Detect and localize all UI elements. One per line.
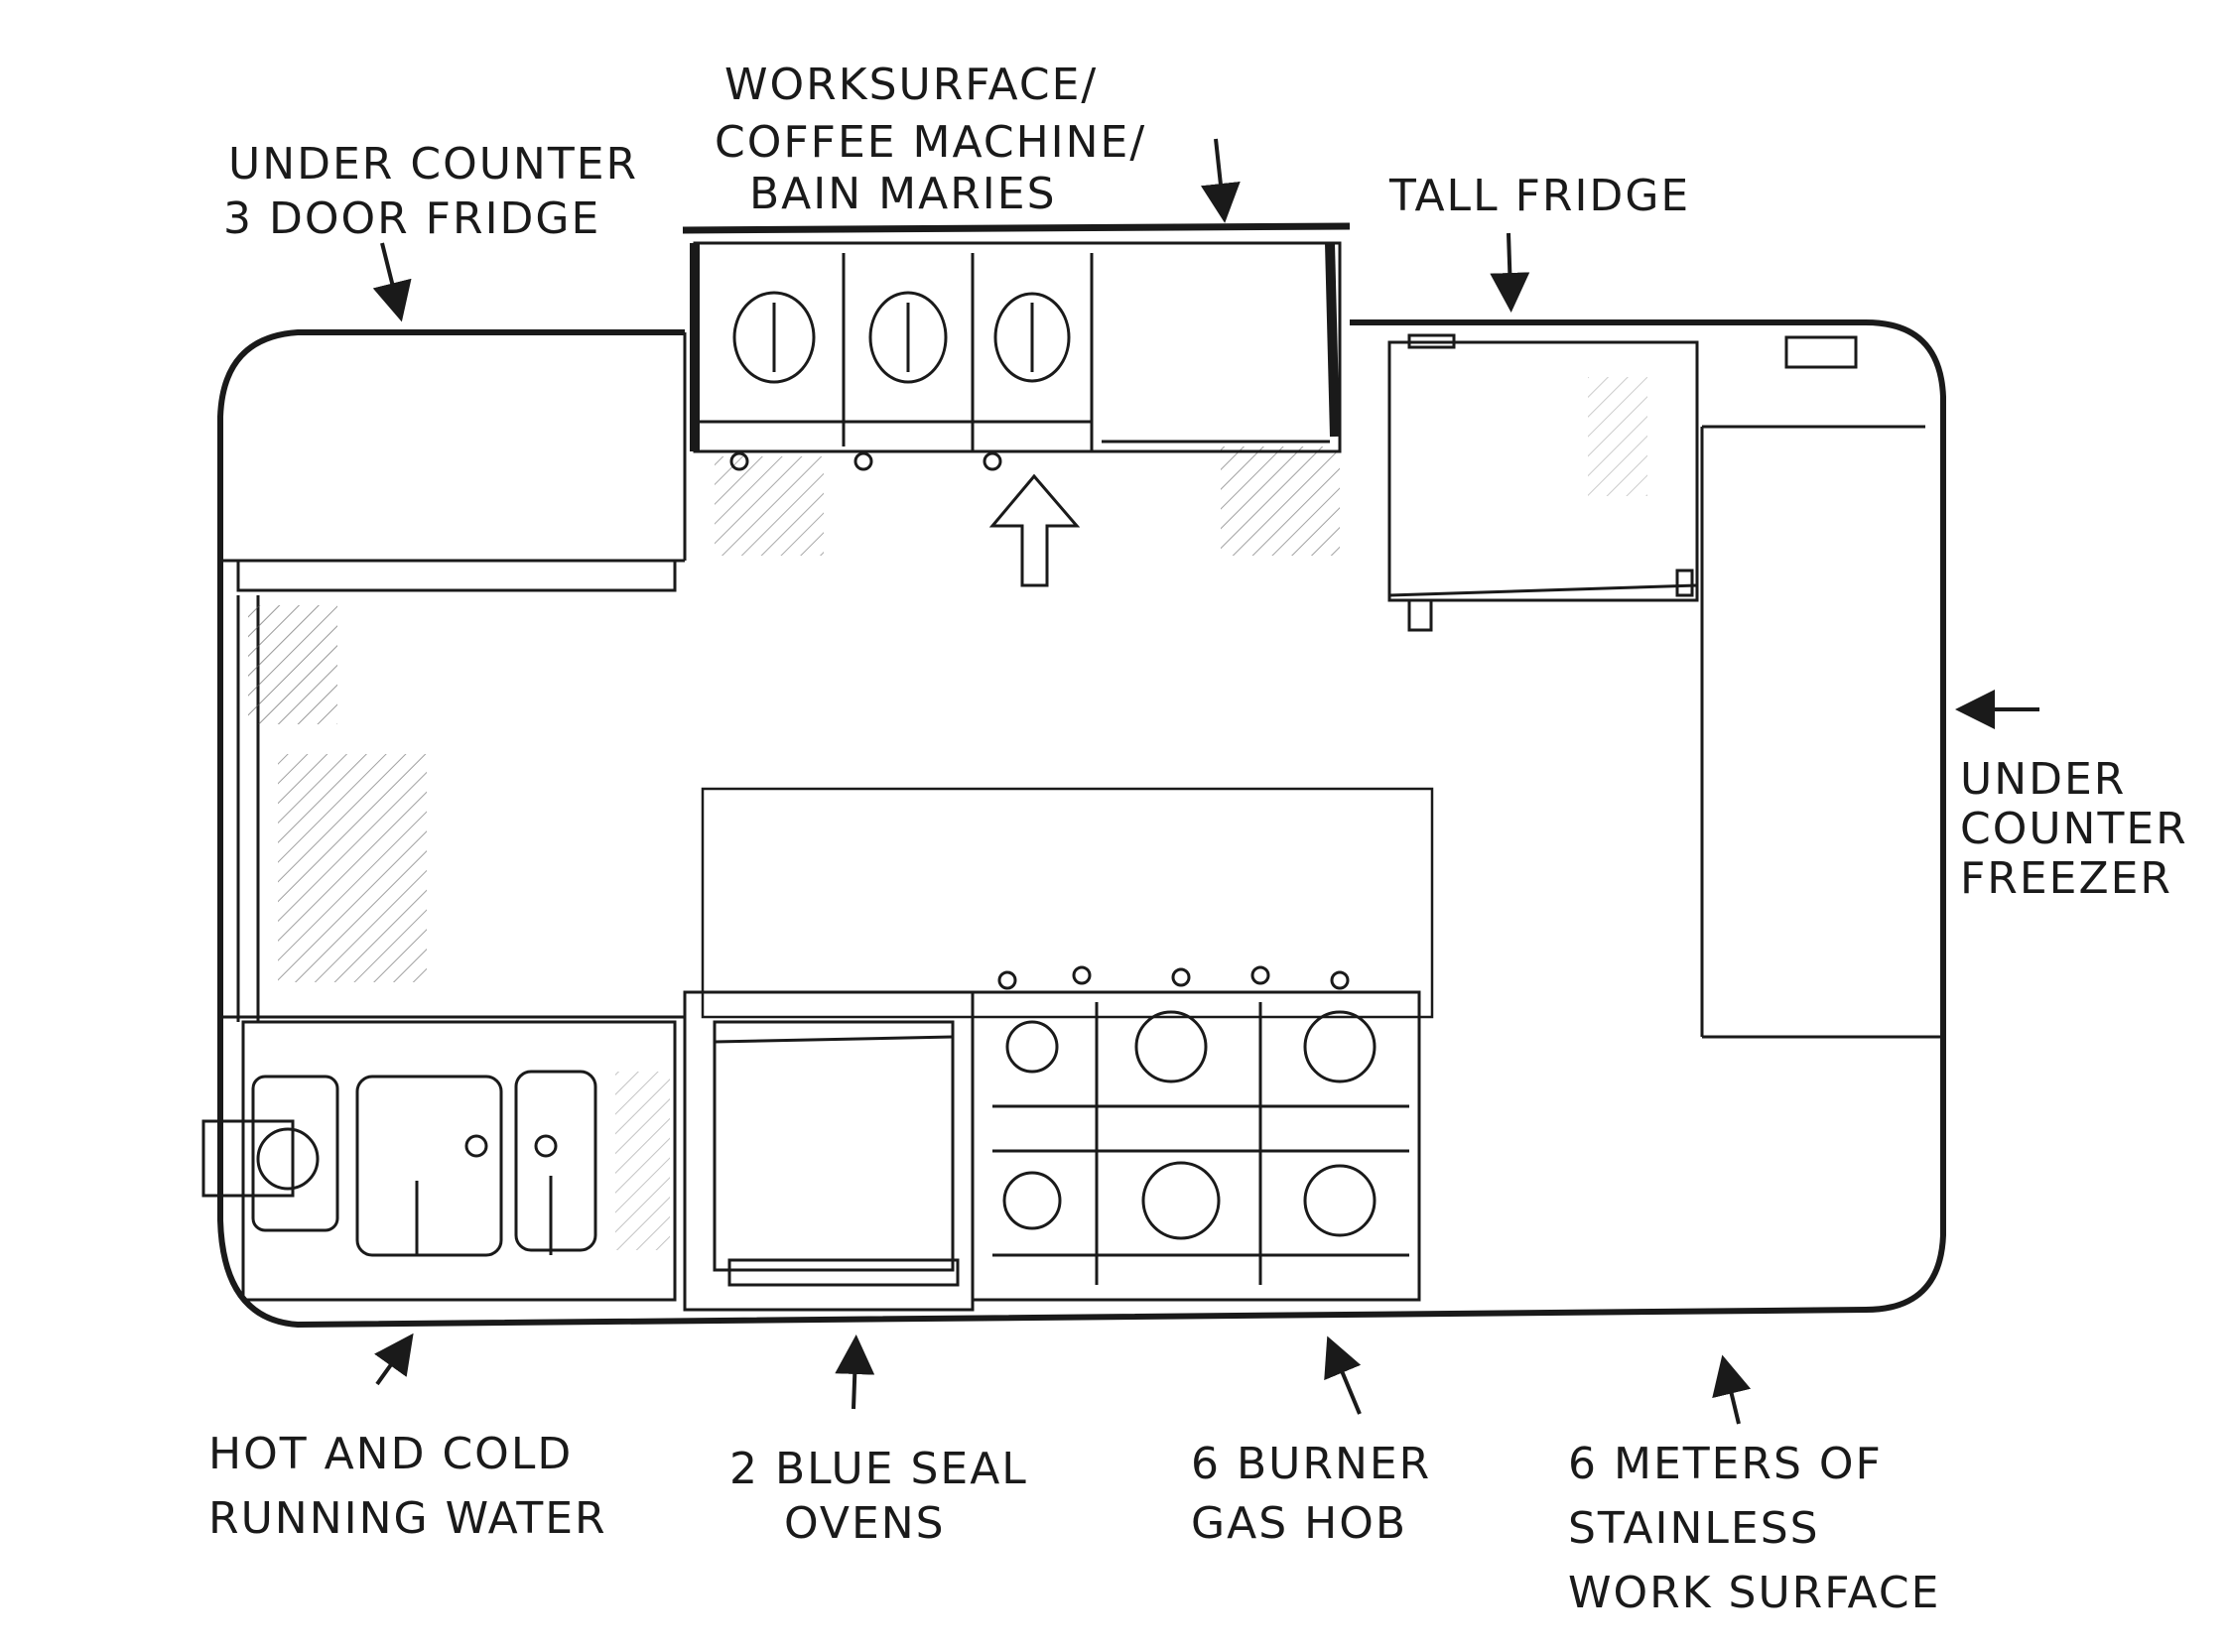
under-counter-freezer <box>1700 335 1940 1039</box>
svg-text:STAINLESS: STAINLESS <box>1568 1503 1820 1554</box>
svg-text:3 DOOR FRIDGE: 3 DOOR FRIDGE <box>223 193 600 244</box>
callout-arrows <box>372 138 2039 1425</box>
label-hot-cold-water: HOT AND COLD RUNNING WATER <box>208 1429 607 1544</box>
entry-arrow <box>988 473 1081 587</box>
label-stainless-worksurface: 6 METERS OF STAINLESS WORK SURFACE <box>1568 1439 1940 1618</box>
center-island <box>701 787 1434 1019</box>
label-tall-fridge: TALL FRIDGE <box>1388 171 1690 221</box>
svg-text:6 BURNER: 6 BURNER <box>1191 1439 1431 1489</box>
svg-text:WORK SURFACE: WORK SURFACE <box>1568 1568 1940 1618</box>
svg-text:UNDER COUNTER: UNDER COUNTER <box>228 139 638 190</box>
svg-text:FREEZER: FREEZER <box>1960 853 2172 904</box>
van-outline <box>217 319 1946 1329</box>
svg-text:2 BLUE SEAL: 2 BLUE SEAL <box>729 1444 1028 1494</box>
label-worksurface-coffee: WORKSURFACE/ COFFEE MACHINE/ BAIN MARIES <box>715 60 1146 219</box>
svg-text:BAIN MARIES: BAIN MARIES <box>749 169 1057 219</box>
svg-text:HOT AND COLD: HOT AND COLD <box>208 1429 573 1479</box>
label-blue-seal-ovens: 2 BLUE SEAL OVENS <box>729 1444 1028 1549</box>
label-under-counter-fridge: UNDER COUNTER 3 DOOR FRIDGE <box>223 139 638 244</box>
svg-text:RUNNING WATER: RUNNING WATER <box>208 1493 607 1544</box>
svg-text:WORKSURFACE/: WORKSURFACE/ <box>724 60 1098 110</box>
coffee-bain-marie-unit <box>682 222 1351 471</box>
svg-text:COFFEE MACHINE/: COFFEE MACHINE/ <box>715 117 1146 168</box>
svg-text:TALL FRIDGE: TALL FRIDGE <box>1388 171 1690 221</box>
gas-hob <box>971 965 1421 1302</box>
label-gas-hob: 6 BURNER GAS HOB <box>1191 1439 1431 1549</box>
svg-text:UNDER: UNDER <box>1960 754 2126 805</box>
svg-text:OVENS: OVENS <box>784 1498 946 1549</box>
svg-text:6 METERS OF: 6 METERS OF <box>1568 1439 1883 1489</box>
sink-unit <box>201 1020 677 1302</box>
floor-hatching <box>248 377 1647 1250</box>
svg-text:COUNTER: COUNTER <box>1960 804 2188 854</box>
svg-text:GAS HOB: GAS HOB <box>1191 1498 1407 1549</box>
ovens-unit <box>683 990 975 1312</box>
label-under-counter-freezer: UNDER COUNTER FREEZER <box>1960 754 2188 904</box>
tall-fridge <box>1387 333 1699 632</box>
